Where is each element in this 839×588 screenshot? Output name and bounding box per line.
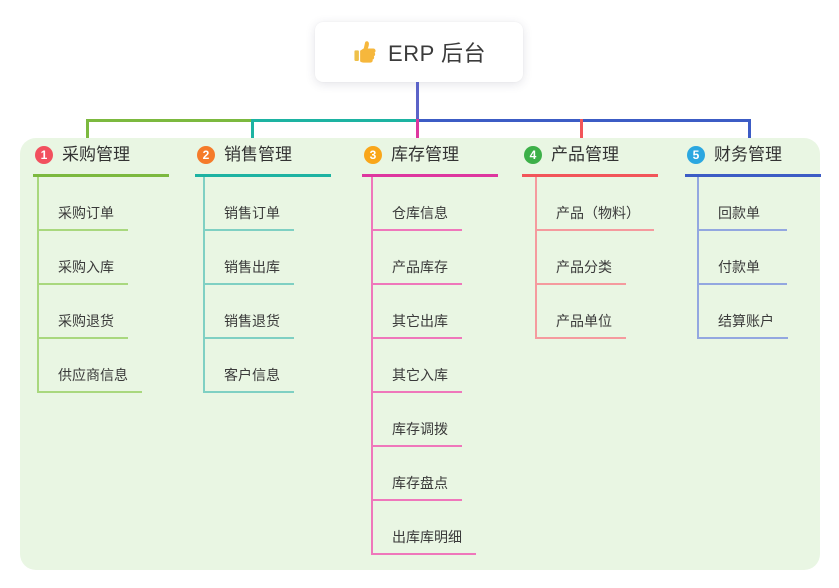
branch-title: 采购管理 — [62, 145, 130, 164]
thumbs-up-icon — [352, 39, 378, 65]
branch-children: 仓库信息产品库存其它出库其它入库库存调拨库存盘点出库库明细 — [371, 177, 498, 555]
child-node-label: 客户信息 — [224, 367, 280, 383]
child-node[interactable]: 库存盘点 — [373, 447, 462, 501]
branch-title: 财务管理 — [714, 145, 782, 164]
branch-title: 产品管理 — [551, 145, 619, 164]
child-node-label: 产品（物料） — [556, 205, 640, 221]
child-node[interactable]: 产品（物料） — [537, 177, 654, 231]
child-node[interactable]: 出库库明细 — [373, 501, 476, 555]
branch-header-3[interactable]: 3 库存管理 — [362, 144, 498, 177]
child-node[interactable]: 其它入库 — [373, 339, 462, 393]
child-node-label: 库存盘点 — [392, 475, 448, 491]
branch-number-badge: 4 — [524, 146, 542, 164]
child-node[interactable]: 产品单位 — [537, 285, 626, 339]
child-node[interactable]: 采购入库 — [39, 231, 128, 285]
child-node-label: 其它入库 — [392, 367, 448, 383]
root-drop-line — [416, 82, 419, 122]
child-node[interactable]: 销售退货 — [205, 285, 294, 339]
branch-title: 销售管理 — [224, 145, 292, 164]
child-node-label: 采购入库 — [58, 259, 114, 275]
branch-children: 回款单付款单结算账户 — [697, 177, 821, 339]
child-node[interactable]: 销售订单 — [205, 177, 294, 231]
branch-number-badge: 1 — [35, 146, 53, 164]
branch-5: 5 财务管理 回款单付款单结算账户 — [685, 144, 821, 339]
child-node[interactable]: 客户信息 — [205, 339, 294, 393]
child-node[interactable]: 产品分类 — [537, 231, 626, 285]
child-node-label: 产品分类 — [556, 259, 612, 275]
branch-header-4[interactable]: 4 产品管理 — [522, 144, 658, 177]
child-node-label: 付款单 — [718, 259, 760, 275]
child-node-label: 采购退货 — [58, 313, 114, 329]
child-node[interactable]: 仓库信息 — [373, 177, 462, 231]
child-node-label: 销售订单 — [224, 205, 280, 221]
child-node[interactable]: 结算账户 — [699, 285, 788, 339]
branch-children: 销售订单销售出库销售退货客户信息 — [203, 177, 331, 393]
child-node[interactable]: 库存调拨 — [373, 393, 462, 447]
child-node[interactable]: 回款单 — [699, 177, 787, 231]
bus-segment-5 — [417, 119, 751, 122]
branch-drop-stub-3 — [416, 119, 419, 147]
branch-header-5[interactable]: 5 财务管理 — [685, 144, 821, 177]
branch-header-2[interactable]: 2 销售管理 — [195, 144, 331, 177]
child-node[interactable]: 采购退货 — [39, 285, 128, 339]
branch-title: 库存管理 — [391, 145, 459, 164]
branch-drop-stub-1 — [86, 119, 89, 147]
branch-3: 3 库存管理 仓库信息产品库存其它出库其它入库库存调拨库存盘点出库库明细 — [362, 144, 498, 555]
child-node-label: 销售退货 — [224, 313, 280, 329]
branch-2: 2 销售管理 销售订单销售出库销售退货客户信息 — [195, 144, 331, 393]
child-node-label: 仓库信息 — [392, 205, 448, 221]
child-node[interactable]: 其它出库 — [373, 285, 462, 339]
child-node-label: 产品库存 — [392, 259, 448, 275]
branch-drop-stub-2 — [251, 119, 254, 147]
branches-panel: 1 采购管理 采购订单采购入库采购退货供应商信息 2 销售管理 销售订单销售出库… — [20, 138, 821, 570]
child-node[interactable]: 采购订单 — [39, 177, 128, 231]
bus-segment-1 — [87, 119, 252, 122]
child-node[interactable]: 供应商信息 — [39, 339, 142, 393]
child-node-label: 产品单位 — [556, 313, 612, 329]
branch-header-1[interactable]: 1 采购管理 — [33, 144, 169, 177]
child-node[interactable]: 付款单 — [699, 231, 787, 285]
child-node[interactable]: 销售出库 — [205, 231, 294, 285]
branch-drop-stub-4 — [580, 119, 583, 147]
root-node-title: ERP 后台 — [388, 41, 486, 66]
branch-children: 采购订单采购入库采购退货供应商信息 — [37, 177, 169, 393]
child-node-label: 库存调拨 — [392, 421, 448, 437]
root-node-erp[interactable]: ERP 后台 — [315, 22, 523, 82]
branch-number-badge: 5 — [687, 146, 705, 164]
child-node-label: 销售出库 — [224, 259, 280, 275]
child-node-label: 结算账户 — [718, 313, 774, 329]
branch-4: 4 产品管理 产品（物料） 产品分类产品单位 — [522, 144, 658, 339]
branch-number-badge: 2 — [197, 146, 215, 164]
child-node-label: 供应商信息 — [58, 367, 128, 383]
child-node-label: 采购订单 — [58, 205, 114, 221]
child-node[interactable]: 产品库存 — [373, 231, 462, 285]
branch-drop-stub-5 — [748, 119, 751, 147]
bus-segment-2 — [252, 119, 418, 122]
branch-children: 产品（物料） 产品分类产品单位 — [535, 177, 658, 339]
child-node-label: 回款单 — [718, 205, 760, 221]
branch-1: 1 采购管理 采购订单采购入库采购退货供应商信息 — [33, 144, 169, 393]
branch-number-badge: 3 — [364, 146, 382, 164]
child-node-label: 出库库明细 — [392, 529, 462, 545]
child-node-label: 其它出库 — [392, 313, 448, 329]
